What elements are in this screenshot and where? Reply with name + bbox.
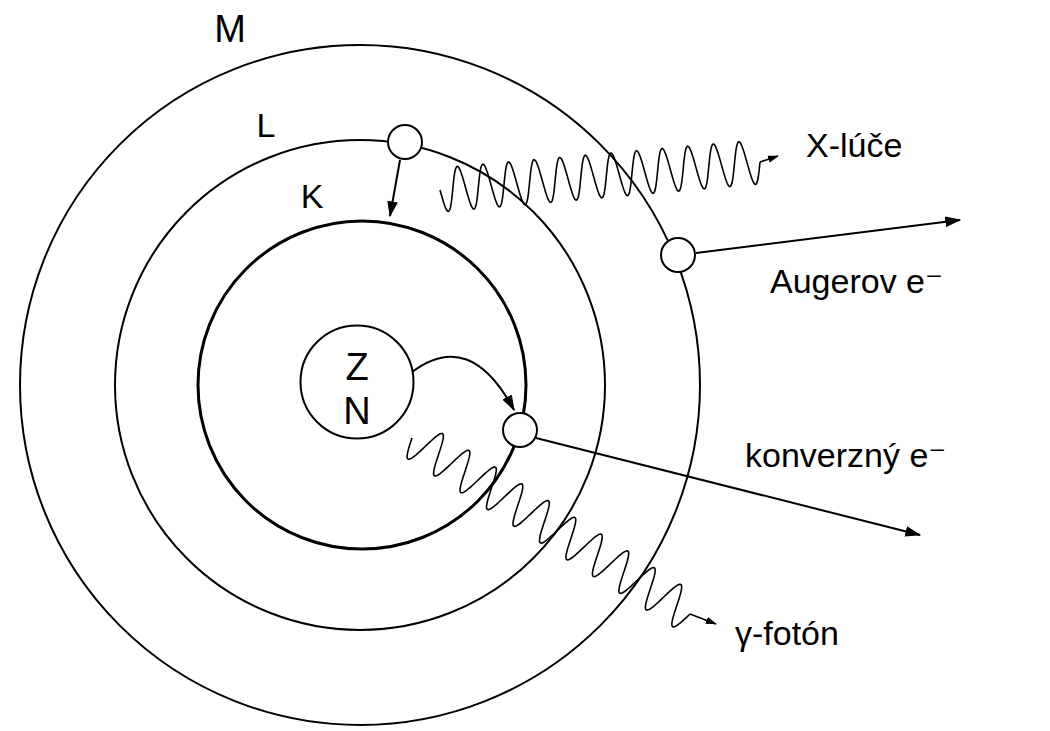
shell-label: M — [214, 9, 246, 51]
transition-arrow — [390, 160, 400, 216]
radiation-label: γ-fotón — [735, 615, 839, 652]
auger-arrow — [696, 220, 960, 253]
radiation-waves — [407, 142, 778, 627]
wave — [440, 142, 760, 212]
shell-k — [198, 221, 526, 549]
electron — [388, 125, 422, 159]
nucleus-letter: Z — [345, 347, 368, 389]
shell-m — [20, 45, 700, 725]
shell-label: K — [301, 178, 324, 215]
nucleus: ZN — [299, 324, 415, 440]
energy-transfer-arrow — [412, 357, 514, 410]
radiation-label: X-lúče — [806, 127, 902, 164]
nucleus-letter: N — [343, 391, 370, 433]
shell-l — [115, 140, 605, 630]
electron — [661, 238, 695, 272]
radiation-label: konverzný e⁻ — [745, 437, 946, 474]
electron — [503, 413, 537, 447]
wave-arrow — [690, 614, 716, 624]
shell-label: L — [257, 107, 276, 144]
nucleus-circle — [301, 326, 414, 439]
wave — [407, 433, 690, 626]
wave-arrow — [760, 156, 778, 162]
radiation-label: Augerov e⁻ — [770, 263, 943, 300]
